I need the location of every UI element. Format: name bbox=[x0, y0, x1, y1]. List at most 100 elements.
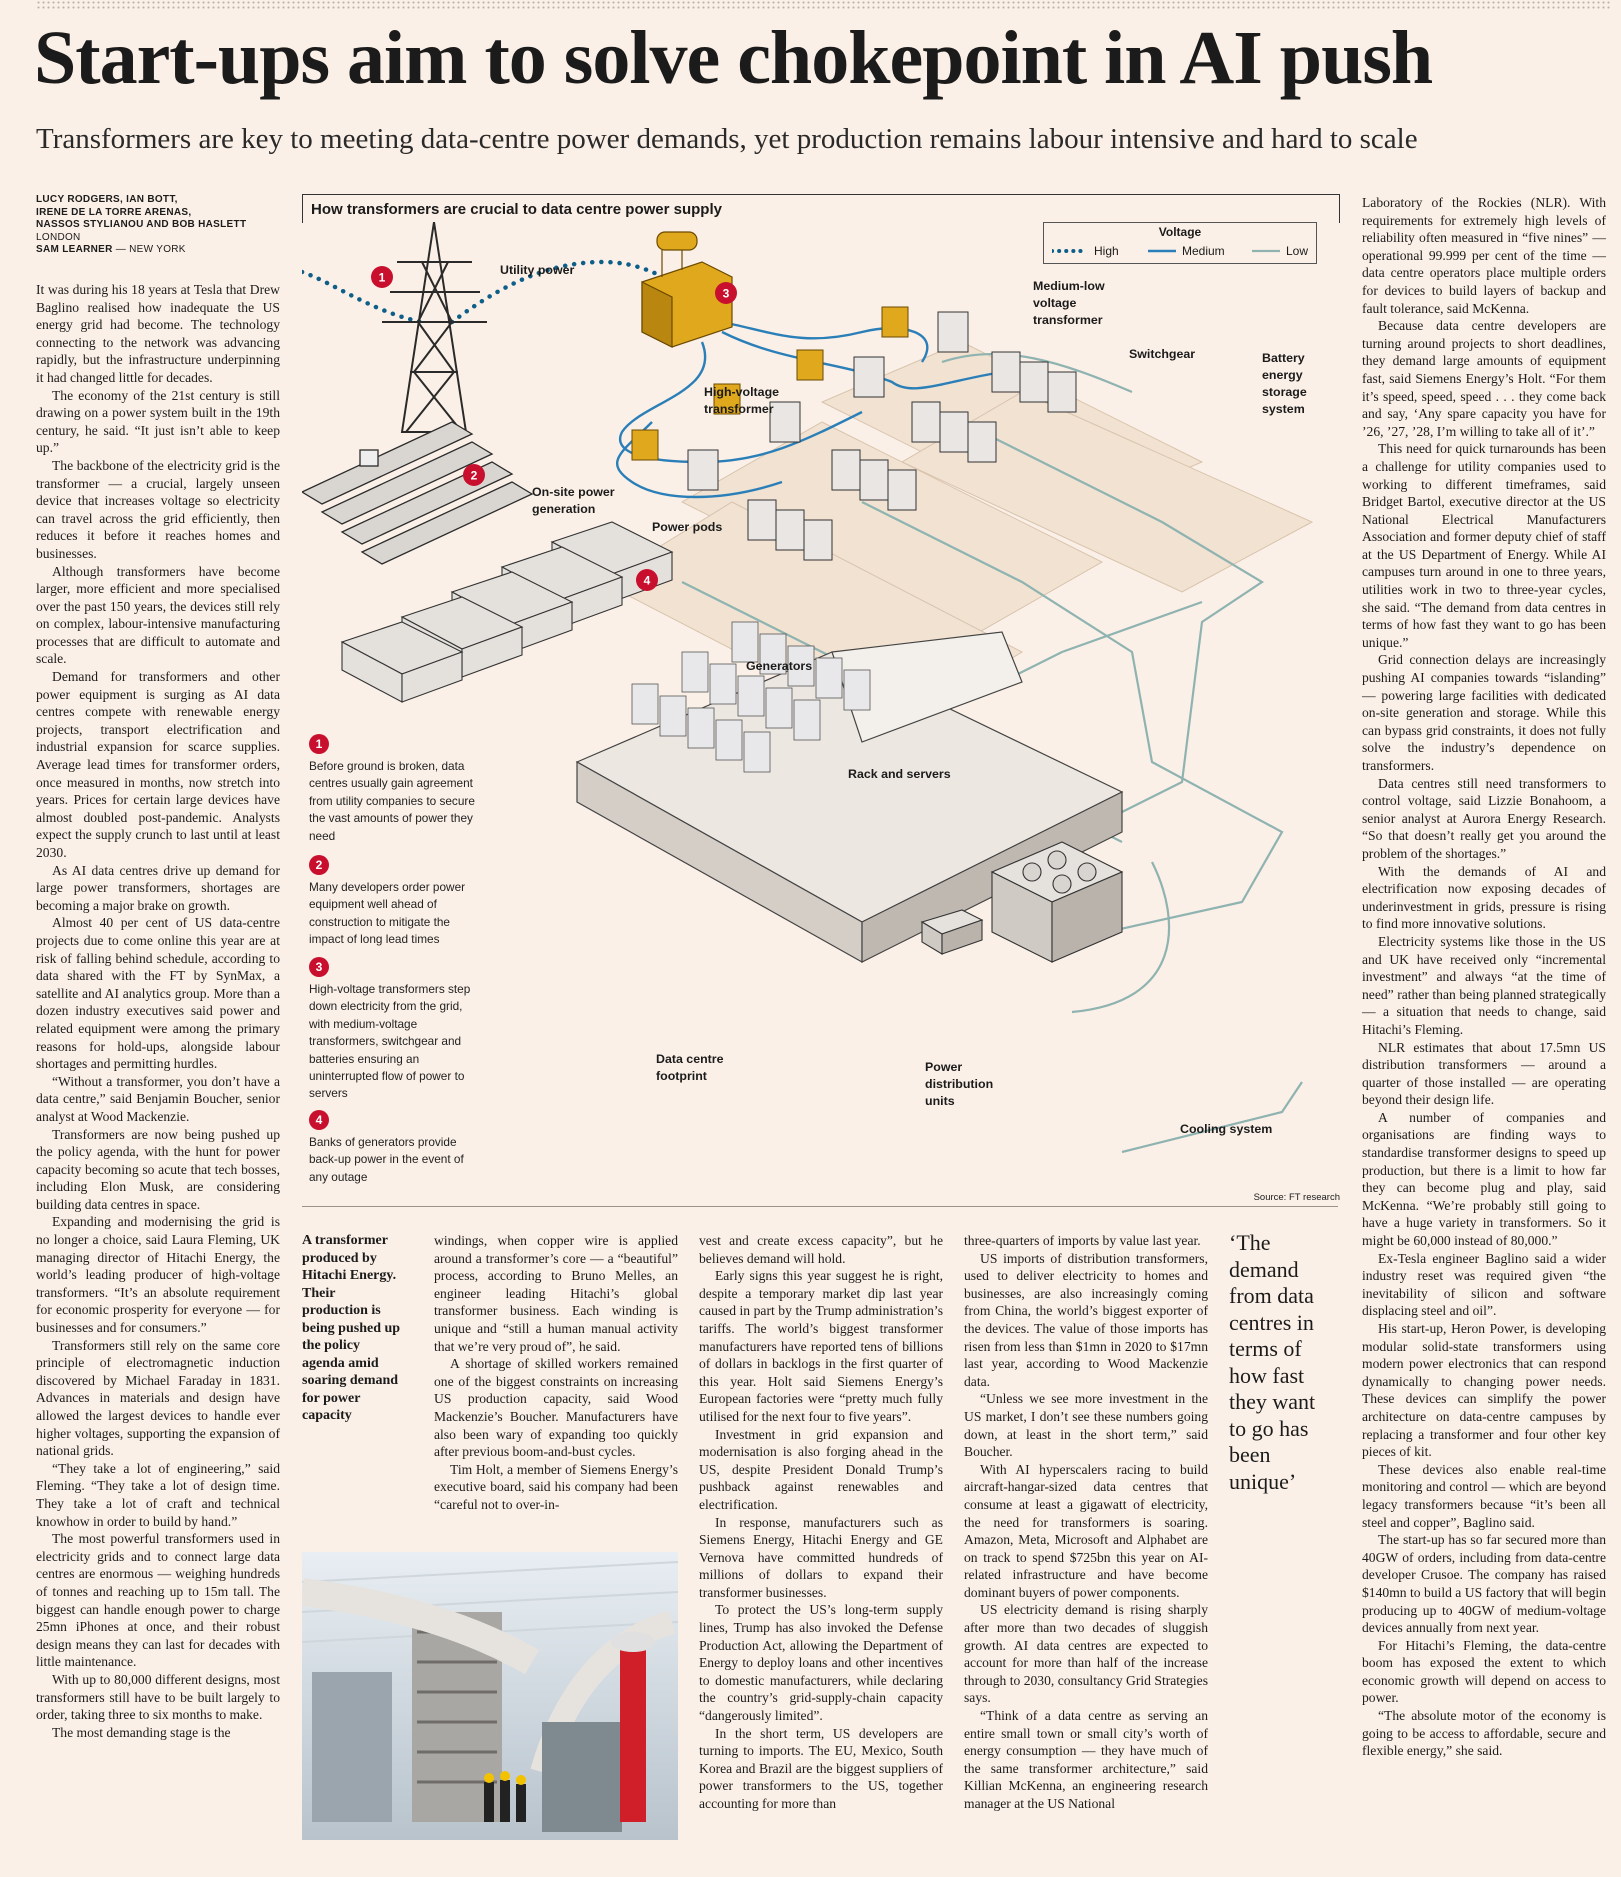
paragraph: For Hitachi’s Fleming, the data-centre b… bbox=[1362, 1637, 1606, 1706]
paragraph: The start-up has so far secured more tha… bbox=[1362, 1532, 1606, 1636]
step-badge-1: 1 bbox=[371, 266, 393, 288]
graphic-source: Source: FT research bbox=[1253, 1192, 1340, 1203]
solar-panels-icon bbox=[302, 421, 534, 565]
svg-text:4: 4 bbox=[644, 574, 651, 588]
legend-medium-label: Medium bbox=[1182, 244, 1225, 258]
paragraph: The most powerful transformers used in e… bbox=[36, 1531, 280, 1670]
subheadline: Transformers are key to meeting data-cen… bbox=[36, 123, 1418, 155]
byline-name: NASSOS STYLIANOU AND BOB HASLETT bbox=[36, 219, 247, 231]
label-power-pods: Power pods bbox=[652, 520, 723, 534]
byline-name: LUCY RODGERS, IAN BOTT, bbox=[36, 194, 178, 205]
label-generators: Generators bbox=[746, 659, 813, 673]
legend-high-label: High bbox=[1094, 244, 1119, 258]
generators-icon bbox=[340, 521, 674, 703]
paragraph: “Unless we see more investment in the US… bbox=[964, 1391, 1208, 1460]
byline-location: — NEW YORK bbox=[115, 244, 186, 256]
byline-location: LONDON bbox=[36, 231, 81, 243]
paragraph: Transformers are now being pushed up the… bbox=[36, 1126, 280, 1212]
paragraph: A shortage of skilled workers remained o… bbox=[434, 1356, 678, 1460]
headline: Start-ups aim to solve chokepoint in AI … bbox=[34, 16, 1433, 100]
svg-text:3: 3 bbox=[723, 287, 730, 301]
data-centre-illustration: 1 2 3 4 bbox=[302, 222, 1314, 1154]
transformer-factory-photo bbox=[302, 1552, 678, 1840]
switchgear-cabinets-icon bbox=[687, 311, 1077, 561]
legend-keys bbox=[1052, 249, 1280, 253]
paragraph: With AI hyperscalers racing to build air… bbox=[964, 1461, 1208, 1600]
paragraph: With up to 80,000 different designs, mos… bbox=[36, 1671, 280, 1723]
svg-text:1: 1 bbox=[379, 271, 386, 285]
paragraph: With the demands of AI and electrificati… bbox=[1362, 863, 1606, 932]
article-column-5: three-quarters of imports by value last … bbox=[964, 1232, 1208, 1813]
article-column-6: Laboratory of the Rockies (NLR). With re… bbox=[1362, 194, 1606, 1760]
article-column-4: vest and create excess capacity”, but he… bbox=[699, 1232, 943, 1813]
paragraph: windings, when copper wire is applied ar… bbox=[434, 1233, 678, 1354]
graphic-bottom-rule bbox=[302, 1206, 1338, 1207]
label-switchgear: Switchgear bbox=[1129, 347, 1196, 361]
step-badge-4: 4 bbox=[636, 569, 658, 591]
paragraph: These devices also enable real-time moni… bbox=[1362, 1461, 1606, 1530]
legend-low-label: Low bbox=[1286, 244, 1309, 258]
server-racks-icon bbox=[631, 621, 871, 773]
paragraph: The most demanding stage is the bbox=[52, 1724, 231, 1740]
article-column-3: windings, when copper wire is applied ar… bbox=[434, 1232, 678, 1514]
paragraph: The economy of the 21st century is still… bbox=[36, 387, 280, 456]
paragraph: To protect the US’s long-term supply lin… bbox=[699, 1602, 943, 1724]
step-number: 3 bbox=[309, 957, 329, 977]
step-badge-2: 2 bbox=[463, 464, 485, 486]
paragraph: Although transformers have become larger… bbox=[36, 563, 280, 667]
byline-name: IRENE DE LA TORRE ARENAS, bbox=[36, 206, 192, 218]
byline-name: SAM LEARNER bbox=[36, 244, 113, 256]
paragraph: Expanding and modernising the grid is no… bbox=[36, 1214, 280, 1336]
voltage-legend: Voltage High Medium Low bbox=[1043, 222, 1317, 264]
cooling-system-icon bbox=[920, 841, 1124, 963]
paragraph: Investment in grid expansion and moderni… bbox=[699, 1426, 943, 1512]
paragraph: three-quarters of imports by value last … bbox=[964, 1233, 1201, 1248]
step-number: 2 bbox=[309, 855, 329, 875]
paragraph: This need for quick turnarounds has been… bbox=[1362, 441, 1606, 650]
paragraph: Data centres still need transformers to … bbox=[1362, 775, 1606, 861]
article-column-1: It was during his 18 years at Tesla that… bbox=[36, 281, 280, 1741]
paragraph: “The absolute motor of the economy is go… bbox=[1362, 1708, 1606, 1759]
paragraph: “They take a lot of engineering,” said F… bbox=[36, 1460, 280, 1529]
paragraph: Grid connection delays are increasingly … bbox=[1362, 652, 1606, 773]
paragraph: vest and create excess capacity”, but he… bbox=[699, 1233, 943, 1266]
paragraph: Because data centre developers are turni… bbox=[1362, 318, 1606, 439]
paragraph: Early signs this year suggest he is righ… bbox=[699, 1268, 943, 1424]
medium-voltage-transformers-icon bbox=[631, 306, 909, 461]
high-voltage-transformer-icon bbox=[641, 231, 733, 348]
paragraph: Laboratory of the Rockies (NLR). With re… bbox=[1362, 195, 1606, 316]
paragraph: In the short term, US developers are tur… bbox=[699, 1725, 943, 1811]
step-badge-3: 3 bbox=[715, 282, 737, 304]
step-number: 1 bbox=[309, 734, 329, 754]
top-dotted-rule bbox=[36, 0, 1610, 10]
paragraph: Transformers still rely on the same core… bbox=[36, 1337, 280, 1459]
pylon-icon bbox=[382, 222, 487, 433]
label-utility-power: Utility power bbox=[500, 263, 575, 277]
paragraph: As AI data centres drive up demand for l… bbox=[36, 862, 280, 913]
paragraph: Almost 40 per cent of US data-centre pro… bbox=[36, 915, 280, 1072]
paragraph: US electricity demand is rising sharply … bbox=[964, 1602, 1208, 1706]
paragraph: Tim Holt, a member of Siemens Energy’s e… bbox=[434, 1461, 678, 1512]
paragraph: “Without a transformer, you don’t have a… bbox=[36, 1073, 280, 1124]
paragraph: US imports of distribution transformers,… bbox=[964, 1250, 1208, 1389]
graphic-title: How transformers are crucial to data cen… bbox=[311, 201, 722, 218]
label-cooling-system: Cooling system bbox=[1180, 1122, 1273, 1136]
step-number: 4 bbox=[309, 1110, 329, 1130]
svg-text:2: 2 bbox=[471, 469, 478, 483]
paragraph: The backbone of the electricity grid is … bbox=[36, 457, 280, 561]
paragraph: Electricity systems like those in the US… bbox=[1362, 933, 1606, 1037]
legend-title: Voltage bbox=[1158, 225, 1202, 239]
paragraph: It was during his 18 years at Tesla that… bbox=[36, 282, 280, 385]
